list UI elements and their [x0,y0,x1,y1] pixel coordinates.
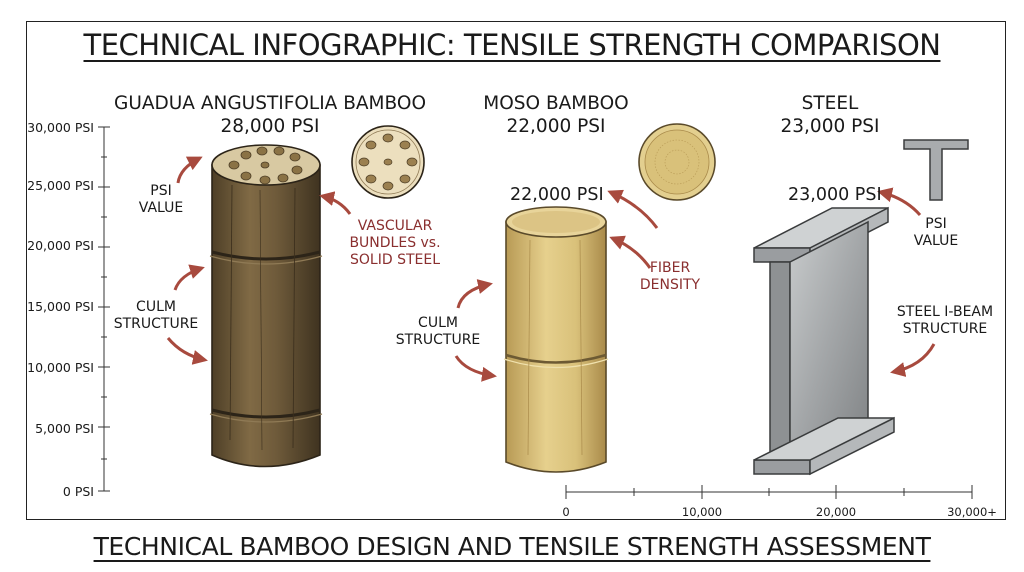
steel-strength: 23,000 PSI [780,116,880,137]
moso-culm-illustration [503,206,609,473]
moso-strength: 22,000 PSI [506,116,606,137]
steel-value-label: 23,000 PSI [788,185,882,205]
steel-ibeam-label: STEEL I-BEAM STRUCTURE [896,304,994,337]
steel-t-section-icon [903,139,969,201]
vascular-bundles-label: VASCULAR BUNDLES vs. SOLID STEEL [349,218,441,268]
guadua-cross-section [351,125,425,199]
steel-name: STEEL [801,93,859,114]
y-tick-10000: 10,000 PSI [27,360,94,375]
x-tick-30000: 30,000+ [947,505,997,519]
x-axis [565,485,973,499]
y-tick-0: 0 PSI [62,484,94,499]
moso-cross-section [638,123,716,201]
guadua-strength: 28,000 PSI [220,116,320,137]
y-tick-15000: 15,000 PSI [27,299,94,314]
y-tick-30000: 30,000 PSI [27,120,94,135]
annotation-arrows [166,156,936,382]
steel-psi-value-label: PSI VALUE [913,216,959,249]
x-tick-0: 0 [562,505,570,519]
x-tick-10000: 10,000 [681,505,723,519]
guadua-culm-illustration [209,144,323,468]
steel-ibeam-illustration [753,206,895,476]
fiber-density-label: FIBER DENSITY [639,260,701,293]
moso-value-label: 22,000 PSI [510,185,604,205]
x-tick-20000: 20,000 [815,505,857,519]
y-tick-5000: 5,000 PSI [35,421,94,436]
moso-name: MOSO BAMBOO [483,93,629,114]
guadua-culm-label: CULM STRUCTURE [113,299,199,332]
steel-header: STEEL 23,000 PSI [760,92,900,138]
guadua-name: GUADUA ANGUSTIFOLIA BAMBOO [113,93,427,114]
footer-caption: TECHNICAL BAMBOO DESIGN AND TENSILE STRE… [93,532,931,561]
moso-culm-label: CULM STRUCTURE [395,315,481,348]
y-tick-20000: 20,000 PSI [27,238,94,253]
guadua-header: GUADUA ANGUSTIFOLIA BAMBOO 28,000 PSI [110,92,430,138]
y-tick-25000: 25,000 PSI [27,178,94,193]
y-axis [98,126,110,492]
moso-header: MOSO BAMBOO 22,000 PSI [440,92,672,138]
page-title: TECHNICAL INFOGRAPHIC: TENSILE STRENGTH … [83,28,941,62]
guadua-psi-value-label: PSI VALUE [138,183,184,216]
